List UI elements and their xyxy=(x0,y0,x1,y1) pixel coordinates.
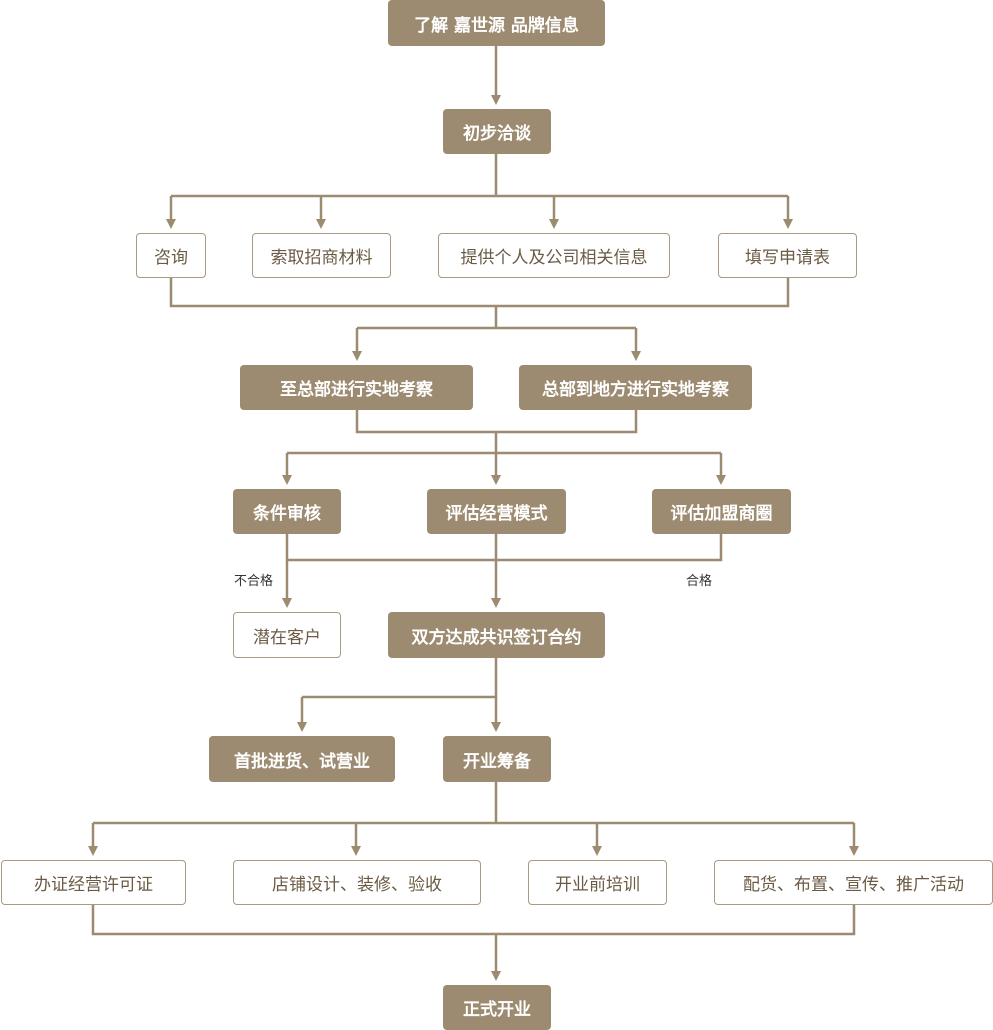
connector-contract-split xyxy=(302,658,498,699)
node-sign-contract: 双方达成共识签订合约 xyxy=(388,612,605,658)
connector-prep-split xyxy=(93,782,854,825)
node-fill-application: 填写申请表 xyxy=(718,233,857,278)
node-visit-hq: 至总部进行实地考察 xyxy=(240,365,473,410)
node-condition-review: 条件审核 xyxy=(233,489,341,534)
node-hq-visit-local: 总部到地方进行实地考察 xyxy=(519,365,752,410)
node-evaluate-model: 评估经营模式 xyxy=(427,489,566,534)
connector-tasks-merge xyxy=(91,905,856,936)
node-store-design: 店铺设计、装修、验收 xyxy=(233,860,481,905)
node-license: 办证经营许可证 xyxy=(1,860,186,905)
node-distribution: 配货、布置、宣传、推广活动 xyxy=(714,860,993,905)
node-training: 开业前培训 xyxy=(528,860,667,905)
node-evaluate-area: 评估加盟商圈 xyxy=(652,489,791,534)
label-fail: 不合格 xyxy=(234,574,274,589)
node-initial-talk: 初步洽谈 xyxy=(443,109,551,154)
node-consult: 咨询 xyxy=(136,233,206,278)
node-first-stock: 首批进货、试营业 xyxy=(209,736,395,782)
connector-talk-split xyxy=(171,154,788,198)
connector-visits-split xyxy=(287,432,721,455)
node-opening-prep: 开业筹备 xyxy=(443,736,551,782)
connector-evaluations-merge xyxy=(285,534,723,562)
node-provide-info: 提供个人及公司相关信息 xyxy=(438,233,670,278)
node-brand-info: 了解 嘉世源 品牌信息 xyxy=(388,0,605,46)
connector-visits-merge xyxy=(355,410,638,434)
node-grand-opening: 正式开业 xyxy=(443,985,551,1030)
node-get-materials: 索取招商材料 xyxy=(252,233,391,278)
node-potential-customer: 潜在客户 xyxy=(233,612,341,658)
connector-options-merge xyxy=(169,278,790,308)
connector-merge-down xyxy=(357,306,636,330)
label-pass: 合格 xyxy=(686,574,713,589)
